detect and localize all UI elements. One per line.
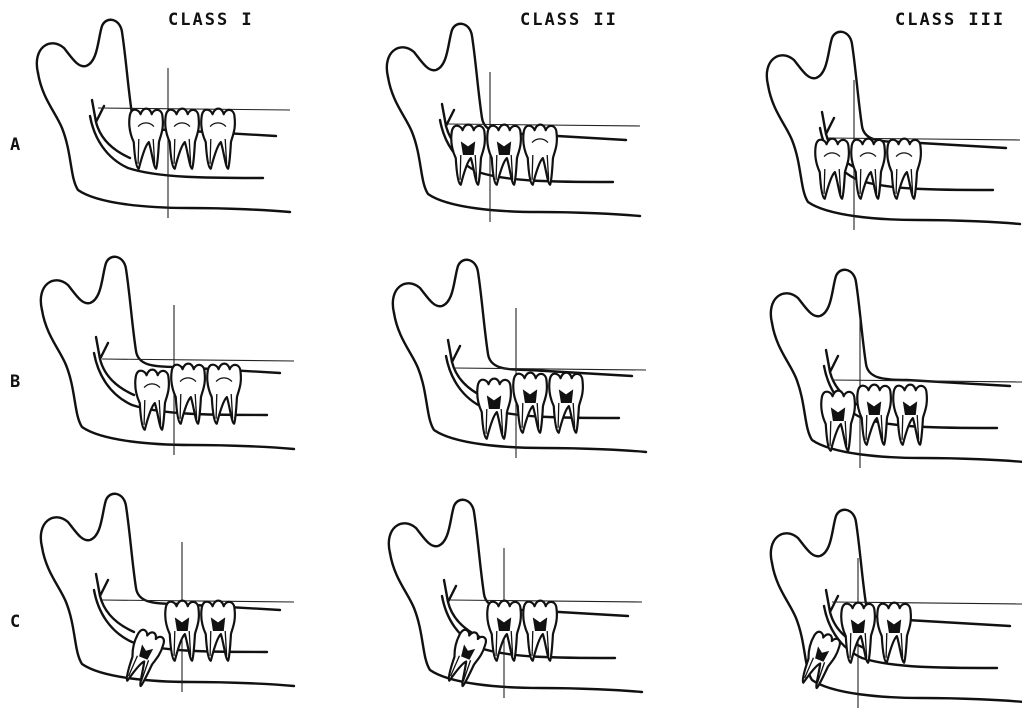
molar-tooth [201,109,235,169]
panel-a-class-1 [37,20,290,218]
panel-b-class-1 [41,257,294,455]
occlusal-plane-line [102,600,294,602]
impacted-third-molar [120,627,166,688]
molar-tooth [135,370,169,430]
molar-tooth [893,385,927,445]
panel-a-class-3 [767,32,1020,230]
panel-b-class-3 [771,270,1022,468]
molar-tooth [877,603,911,663]
molar-tooth [857,385,891,445]
panel-b-class-2 [393,260,646,458]
molar-tooth [887,139,921,199]
occlusal-plane-line [102,359,294,361]
molar-tooth [815,139,849,199]
impacted-third-molar [442,627,488,688]
molar-tooth [821,391,855,451]
molar-tooth [477,379,511,439]
molar-tooth [549,373,583,433]
occlusal-plane-line [450,600,642,602]
molar-tooth [523,601,557,661]
molar-tooth [851,139,885,199]
panel-c-class-1 [41,494,294,692]
panel-c-class-2 [389,500,642,698]
panel-a-class-2 [387,24,640,222]
occlusal-plane-line [454,368,646,370]
molar-tooth [523,125,557,185]
molar-tooth [129,109,163,169]
molar-tooth [451,125,485,185]
panel-c-class-3 [771,510,1022,708]
molar-tooth [513,373,547,433]
molar-tooth [165,109,199,169]
